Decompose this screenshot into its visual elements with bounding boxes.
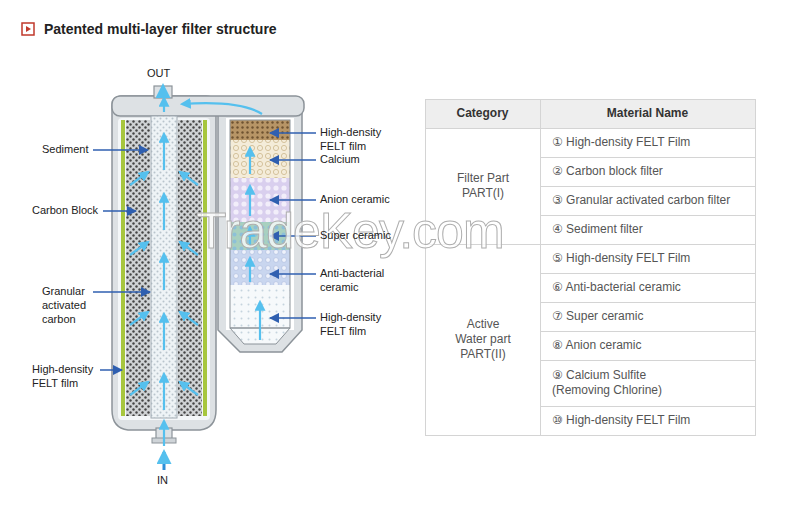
grid-line	[541, 302, 756, 303]
leader-line	[93, 149, 148, 151]
flow-arrow	[249, 258, 251, 282]
grid-line	[541, 215, 756, 216]
flow-arrow	[163, 194, 165, 230]
leader-line	[270, 317, 316, 319]
granular-carbon-tube	[151, 116, 177, 418]
callout-label: High-density FELT film	[320, 126, 402, 154]
callout-label: High-density FELT film	[320, 311, 402, 339]
callout-label: Granular activated carbon	[42, 285, 98, 326]
flow-arrow	[180, 382, 198, 395]
flow-arrow	[163, 98, 165, 112]
leader-line	[270, 132, 316, 134]
flow-arrow	[259, 302, 261, 340]
flow-arrow	[163, 421, 165, 446]
grid-line	[541, 186, 756, 187]
callout-label: Anion ceramic	[320, 193, 402, 207]
leader-line	[103, 210, 136, 212]
flow-arrow	[249, 148, 251, 174]
table-category: Filter Part PART(I)	[450, 128, 516, 244]
carbon-block	[126, 120, 150, 416]
table-cell: ⑨ Calcium Sulfite (Removing Chlorine)	[552, 360, 692, 406]
grid-line	[541, 360, 756, 361]
flow-arrow	[163, 134, 165, 170]
table-header: Category	[425, 99, 540, 128]
leader-line	[100, 369, 122, 371]
table-cell: ④ Sediment filter	[552, 215, 752, 244]
grid-line	[541, 157, 756, 158]
flow-arrow	[163, 254, 165, 290]
grid-line	[540, 100, 541, 436]
felt-strip	[121, 120, 125, 416]
title-text: Patented multi-layer filter structure	[44, 21, 277, 39]
table-header: Material Name	[540, 99, 755, 128]
felt-layer	[230, 120, 290, 140]
leader-line	[270, 199, 316, 201]
flow-arrow	[130, 382, 148, 395]
felt-strip	[203, 120, 207, 416]
canister-inner	[118, 118, 210, 420]
flow-arrow	[180, 172, 198, 185]
grid-line	[541, 331, 756, 332]
table-cell: ② Carbon block filter	[552, 157, 752, 186]
callout-label: Carbon Block	[32, 204, 98, 218]
leader-line	[270, 159, 316, 161]
flow-arrows	[130, 98, 262, 446]
table-category: Active Water part PART(II)	[450, 244, 516, 435]
table-cell: ⑧ Anion ceramic	[552, 331, 752, 360]
flow-arrow	[180, 242, 198, 255]
table-cell: ⑥ Anti-bacterial ceramic	[552, 273, 752, 302]
table-cell: ① High-density FELT Film	[552, 128, 752, 157]
table-cell: ⑦ Super ceramic	[552, 302, 752, 331]
carbon-block	[178, 120, 202, 416]
table-cell: ⑤ High-density FELT Film	[552, 244, 752, 273]
callout-label: Calcium	[320, 153, 402, 167]
flow-arrow	[130, 242, 148, 255]
leader-line	[93, 291, 150, 293]
leader-line	[270, 273, 316, 275]
flow-arrow	[182, 103, 262, 114]
grid-line	[541, 273, 756, 274]
table-header-bg	[426, 100, 755, 128]
grid-line	[541, 406, 756, 407]
callout-label: High-density FELT film	[32, 363, 98, 391]
callout-label: Anti-bacterial ceramic	[320, 267, 402, 295]
calcium-layer	[230, 140, 290, 178]
flow-arrow	[180, 312, 198, 325]
flow-arrow	[163, 314, 165, 350]
table-cell: ③ Granular activated carbon filter	[552, 186, 752, 215]
callout-label: Sediment	[42, 143, 88, 157]
inlet-arrow	[163, 452, 166, 470]
port-label: OUT	[147, 67, 170, 81]
canister-housing	[112, 96, 216, 430]
grid-line	[426, 128, 756, 129]
outlet-nozzle	[154, 86, 172, 98]
title-icon-arrow	[26, 26, 31, 32]
top-manifold	[112, 96, 304, 116]
flow-arrow	[130, 172, 148, 185]
callout-label: Super ceramic	[320, 229, 402, 243]
table-grid	[426, 100, 756, 436]
table-frame	[426, 100, 756, 436]
outlet-arrow	[162, 86, 165, 98]
flow-arrow	[130, 312, 148, 325]
flow-arrow	[163, 374, 165, 410]
port-label: IN	[157, 474, 168, 488]
title-icon	[22, 23, 34, 35]
table-cell: ⑩ High-density FELT Film	[552, 406, 752, 435]
